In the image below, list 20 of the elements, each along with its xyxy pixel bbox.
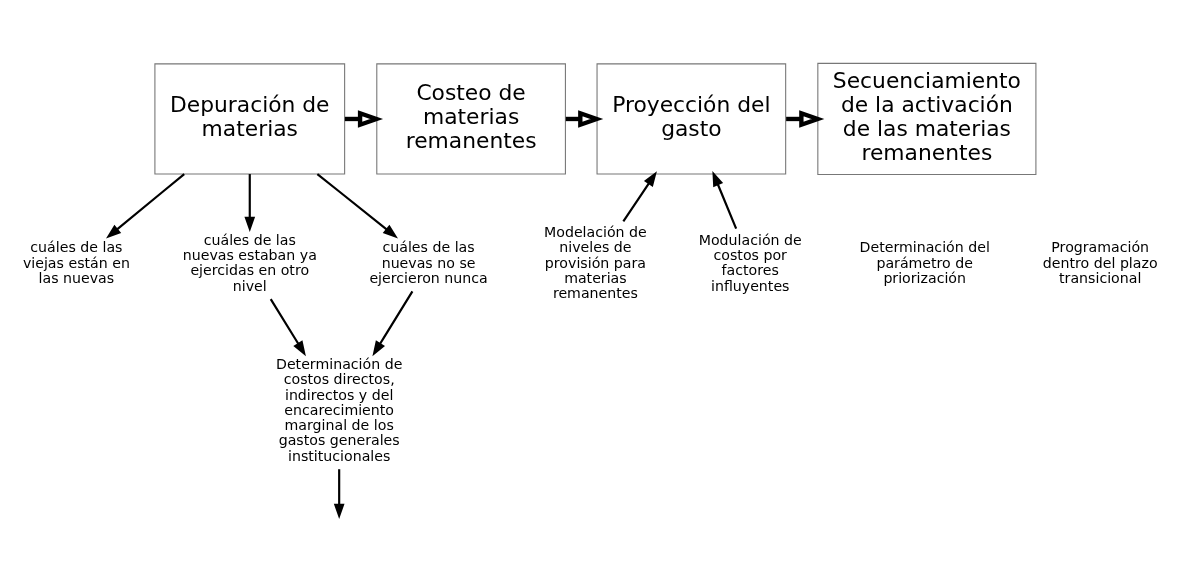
node-text: Modelación de niveles de provisión para materias remanentes: [544, 224, 647, 302]
node-text: Modulación de costos por factores influyentes: [698, 231, 802, 294]
arrow: [712, 171, 738, 230]
arrow: [106, 173, 185, 239]
node-text: cuáles de las nuevas no se ejercieron nunca: [369, 239, 488, 286]
arrow: [372, 290, 414, 357]
arrow: [269, 298, 306, 357]
arrow: [316, 173, 398, 239]
node-box: Secuenciamiento de la activación de las materias remanentes: [817, 62, 1037, 176]
node-box: Depuración de materias: [154, 63, 346, 175]
arrow: [622, 171, 657, 222]
node-box: Proyección del gasto: [596, 63, 787, 175]
node-box: Costeo de materias remanentes: [376, 63, 566, 175]
node-text: cuáles de las viejas están en las nuevas: [22, 239, 130, 286]
arrow: [244, 174, 256, 232]
node-text: Determinación de costos directos, indirectos y del encarecimiento marginal de los gastos generales institucionales: [276, 356, 403, 464]
node-text: cuáles de las nuevas estaban ya ejercidas en otro nivel: [182, 231, 317, 294]
arrow: [333, 469, 345, 520]
node-text: Programación dentro del plazo transicional: [1042, 239, 1158, 286]
node-text: Determinación del parámetro de priorización: [859, 239, 990, 286]
